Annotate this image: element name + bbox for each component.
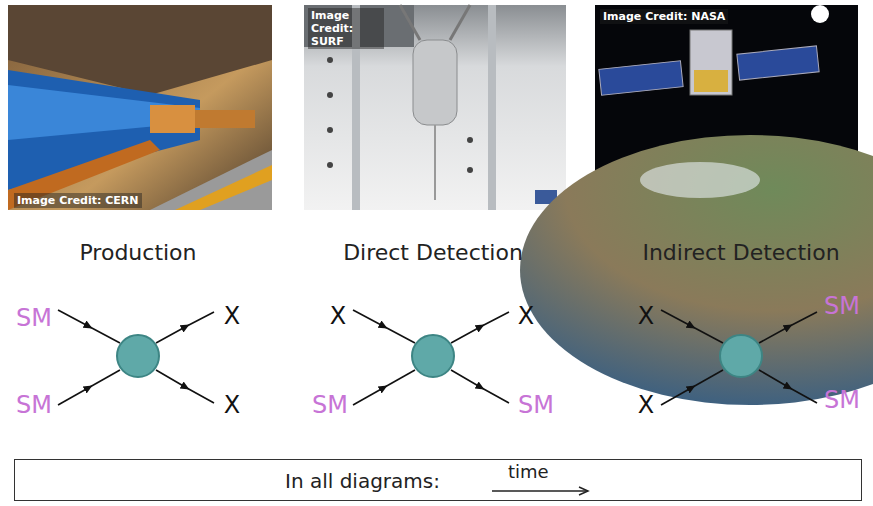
detector-photo [304, 5, 566, 210]
section-title: Direct Detection [343, 240, 523, 265]
image-credit: Image Credit: NASA [600, 9, 728, 24]
particle-label: SM [312, 391, 348, 419]
section-title: Production [79, 240, 196, 265]
time-arrow [492, 490, 588, 492]
vertex-diagram [58, 310, 214, 405]
legend-box: In all diagrams: time [14, 459, 862, 501]
particle-label: X [224, 302, 240, 330]
vertex-diagram [661, 310, 817, 405]
satellite-photo [520, 5, 873, 405]
particle-label: SM [518, 391, 554, 419]
particle-label: X [330, 302, 346, 330]
image-credit: Image Credit: CERN [14, 193, 142, 208]
vertex-diagram [353, 310, 509, 405]
particle-label: SM [824, 386, 860, 414]
note-text: In all diagrams: [285, 469, 440, 493]
particle-label: SM [824, 292, 860, 320]
photo-panel: Image Credit: NASA [595, 5, 858, 210]
photo-panel: Image Credit: CERN [8, 5, 272, 210]
particle-label: X [518, 302, 534, 330]
particle-label: SM [16, 304, 52, 332]
image-credit: Image Credit: SURF [308, 8, 384, 49]
lhc-photo [8, 5, 272, 210]
particle-label: X [224, 391, 240, 419]
note-text: time [508, 461, 549, 482]
particle-label: X [638, 391, 654, 419]
particle-label: X [638, 302, 654, 330]
particle-label: SM [16, 391, 52, 419]
photo-panel: Image Credit: SURF [304, 5, 566, 210]
section-title: Indirect Detection [642, 240, 839, 265]
